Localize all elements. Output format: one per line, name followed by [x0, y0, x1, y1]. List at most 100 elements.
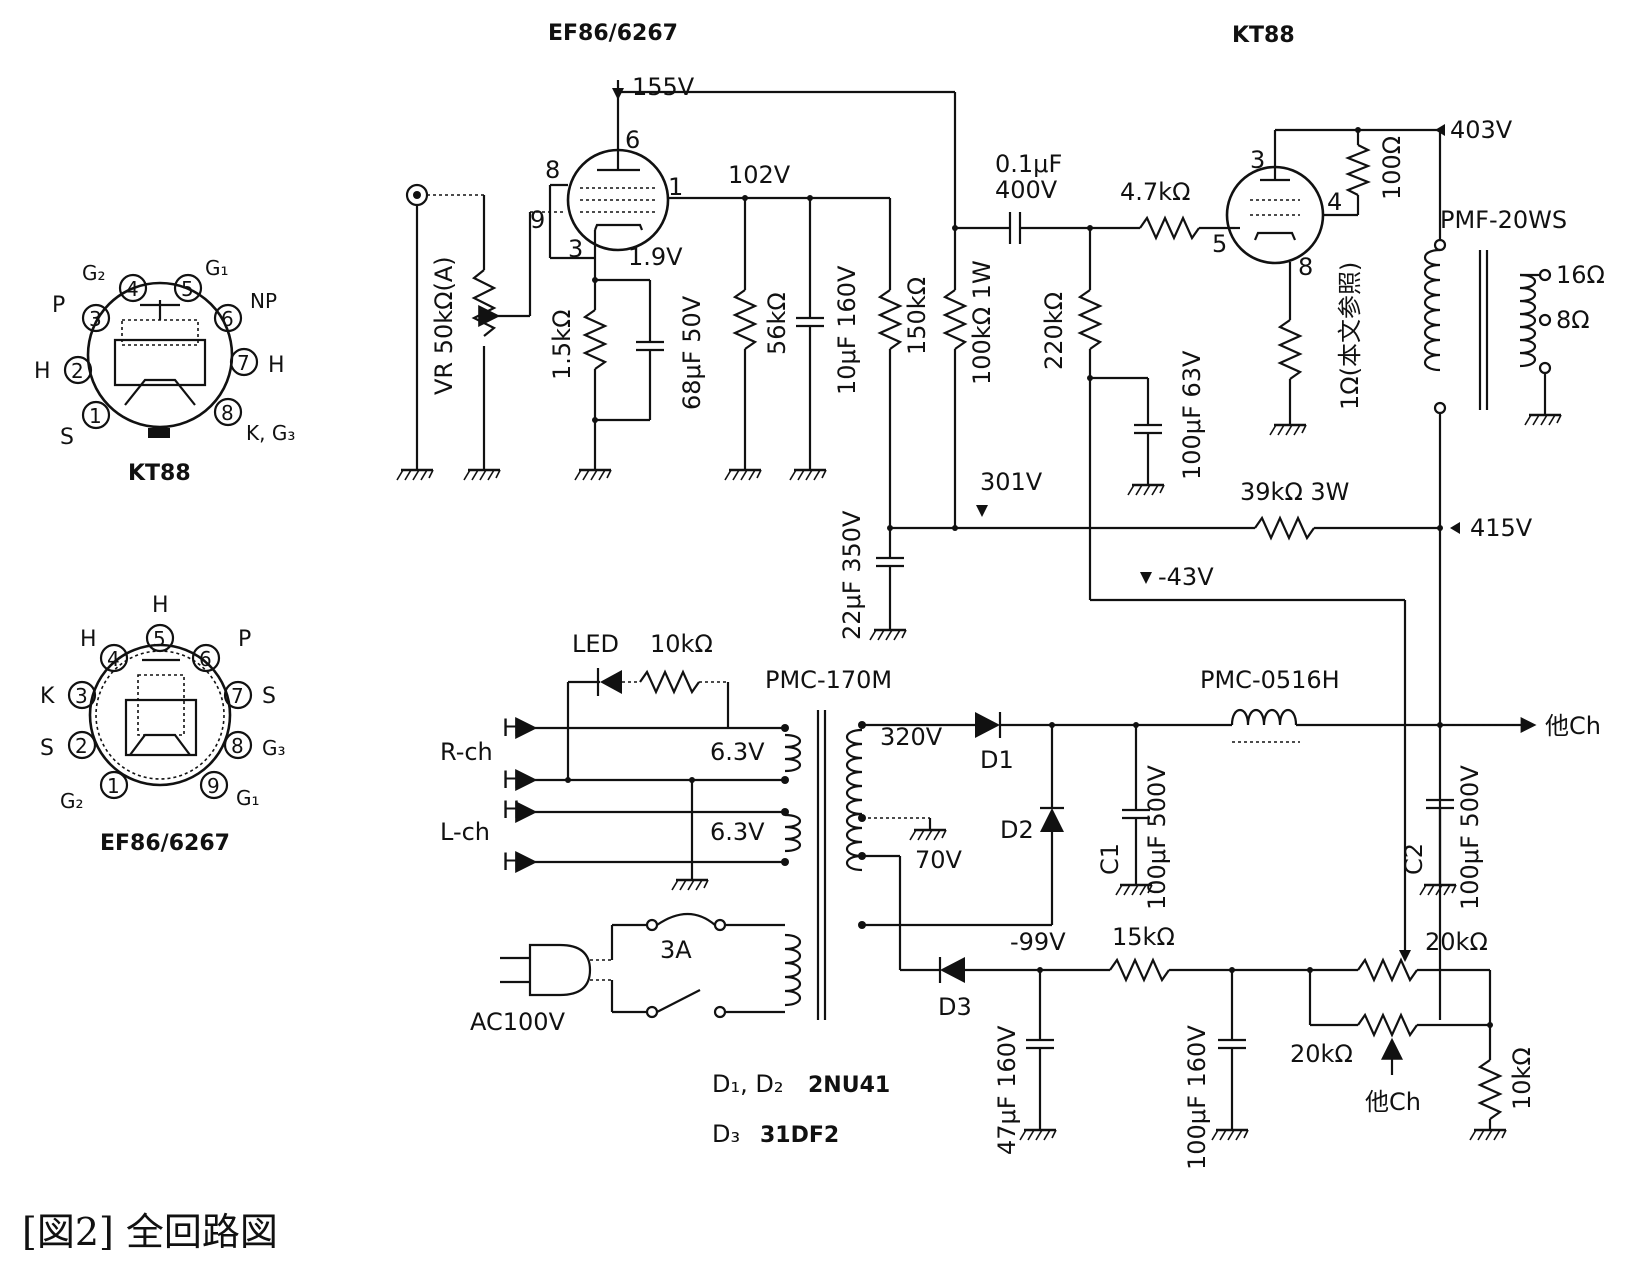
- svg-text:100Ω: 100Ω: [1378, 136, 1406, 200]
- svg-text:-99V: -99V: [1010, 928, 1066, 956]
- svg-text:H: H: [34, 359, 51, 384]
- power-supply: LED 10kΩ PMC-170M H H H H R-ch L-ch 6.3V…: [440, 630, 1601, 1170]
- svg-text:8: 8: [545, 156, 560, 184]
- svg-text:D2: D2: [1000, 816, 1034, 844]
- svg-text:1: 1: [107, 774, 120, 798]
- svg-text:100kΩ 1W: 100kΩ 1W: [968, 260, 996, 385]
- svg-text:5: 5: [153, 627, 166, 651]
- svg-text:100μF 500V: 100μF 500V: [1143, 765, 1171, 910]
- svg-text:56kΩ: 56kΩ: [763, 292, 791, 355]
- svg-text:320V: 320V: [880, 723, 943, 751]
- svg-text:68μF 50V: 68μF 50V: [678, 295, 706, 410]
- svg-text:220kΩ: 220kΩ: [1040, 292, 1068, 370]
- ef86-pinout: 5 4 6 3 7 2 8 1 9 H H P K S S G₃ G₂ G₁ E…: [40, 593, 286, 856]
- svg-text:D1: D1: [980, 746, 1014, 774]
- svg-text:S: S: [262, 684, 276, 709]
- svg-text:H: H: [80, 627, 97, 652]
- svg-text:D3: D3: [938, 993, 972, 1021]
- svg-text:S: S: [40, 736, 54, 761]
- svg-text:6.3V: 6.3V: [710, 818, 765, 846]
- svg-text:P: P: [238, 627, 251, 652]
- svg-text:301V: 301V: [980, 468, 1043, 496]
- svg-text:39kΩ 3W: 39kΩ 3W: [1240, 478, 1349, 506]
- output-stage: 0.1μF 400V 4.7kΩ 220kΩ 100μF 63V 3 4 5 8: [955, 116, 1605, 1020]
- svg-text:R-ch: R-ch: [440, 738, 493, 766]
- opt-label: PMF-20WS: [1440, 206, 1567, 234]
- svg-text:K: K: [40, 684, 55, 709]
- svg-text:4.7kΩ: 4.7kΩ: [1120, 178, 1190, 206]
- svg-text:K, G₃: K, G₃: [246, 421, 295, 445]
- svg-text:H: H: [502, 848, 520, 876]
- svg-text:150kΩ: 150kΩ: [903, 277, 931, 355]
- svg-text:H: H: [268, 353, 285, 378]
- svg-text:415V: 415V: [1470, 514, 1533, 542]
- svg-text:-43V: -43V: [1158, 563, 1214, 591]
- svg-text:5: 5: [181, 277, 194, 301]
- svg-text:5: 5: [1212, 230, 1227, 258]
- vr-label: VR 50kΩ(A): [430, 256, 458, 395]
- svg-text:3A: 3A: [660, 936, 692, 964]
- svg-text:H: H: [152, 593, 169, 618]
- svg-text:100μF 160V: 100μF 160V: [1183, 1025, 1211, 1170]
- svg-text:20kΩ: 20kΩ: [1425, 928, 1488, 956]
- svg-text:9: 9: [530, 206, 545, 234]
- svg-text:G₂: G₂: [60, 789, 84, 813]
- svg-text:6.3V: 6.3V: [710, 738, 765, 766]
- svg-text:20kΩ: 20kΩ: [1290, 1040, 1353, 1068]
- svg-text:2: 2: [71, 359, 84, 383]
- svg-text:NP: NP: [250, 289, 277, 313]
- input-stage: VR 50kΩ(A) 155V 6 8 9 1 3 1.5kΩ 1.9V: [395, 73, 996, 528]
- svg-text:H: H: [502, 766, 520, 794]
- svg-text:10μF 160V: 10μF 160V: [833, 265, 861, 395]
- choke-label: PMC-0516H: [1200, 666, 1340, 694]
- svg-text:2: 2: [75, 734, 88, 758]
- svg-text:31DF2: 31DF2: [760, 1123, 839, 1148]
- b-plus-line: 301V 39kΩ 3W 415V 22μF 350V -43V: [838, 468, 1533, 962]
- svg-text:3: 3: [75, 684, 88, 708]
- svg-text:6: 6: [199, 647, 212, 671]
- svg-text:22μF 350V: 22μF 350V: [838, 510, 866, 640]
- svg-text:C1: C1: [1096, 843, 1124, 875]
- svg-text:H: H: [502, 714, 520, 742]
- svg-text:4: 4: [107, 647, 120, 671]
- svg-text:1: 1: [89, 404, 102, 428]
- svg-text:15kΩ: 15kΩ: [1112, 923, 1175, 951]
- svg-text:G₂: G₂: [82, 261, 106, 285]
- svg-text:100μF 63V: 100μF 63V: [1178, 350, 1206, 480]
- svg-text:8: 8: [1298, 253, 1313, 281]
- svg-text:G₁: G₁: [236, 786, 260, 810]
- svg-text:8: 8: [221, 401, 234, 425]
- svg-text:400V: 400V: [995, 176, 1058, 204]
- svg-text:P: P: [52, 293, 65, 318]
- svg-text:7: 7: [231, 684, 244, 708]
- pt-label: PMC-170M: [765, 666, 892, 694]
- svg-text:403V: 403V: [1450, 116, 1513, 144]
- svg-text:D₃: D₃: [712, 1120, 740, 1148]
- svg-text:G₁: G₁: [205, 256, 229, 280]
- svg-text:3: 3: [1250, 146, 1265, 174]
- svg-text:10kΩ: 10kΩ: [650, 630, 713, 658]
- svg-text:G₃: G₃: [262, 736, 286, 760]
- svg-text:70V: 70V: [915, 846, 963, 874]
- svg-text:L-ch: L-ch: [440, 818, 490, 846]
- v1-title: EF86/6267: [548, 21, 678, 46]
- svg-text:100μF 500V: 100μF 500V: [1456, 765, 1484, 910]
- svg-text:10kΩ: 10kΩ: [1508, 1047, 1536, 1110]
- svg-text:1Ω(本文参照): 1Ω(本文参照): [1336, 262, 1364, 410]
- svg-text:2NU41: 2NU41: [808, 1073, 890, 1098]
- kt88-pinout-title: KT88: [128, 461, 191, 486]
- svg-text:1.5kΩ: 1.5kΩ: [548, 310, 576, 380]
- svg-text:6: 6: [221, 307, 234, 331]
- svg-text:D₁, D₂: D₁, D₂: [712, 1070, 783, 1098]
- svg-text:8Ω: 8Ω: [1556, 306, 1590, 334]
- svg-text:S: S: [60, 425, 74, 450]
- svg-text:H: H: [502, 796, 520, 824]
- svg-text:他Ch: 他Ch: [1365, 1088, 1421, 1116]
- svg-text:3: 3: [568, 235, 583, 263]
- svg-text:7: 7: [237, 351, 250, 375]
- svg-text:LED: LED: [572, 630, 619, 658]
- svg-text:3: 3: [89, 307, 102, 331]
- svg-text:155V: 155V: [632, 73, 695, 101]
- svg-text:1.9V: 1.9V: [628, 243, 683, 271]
